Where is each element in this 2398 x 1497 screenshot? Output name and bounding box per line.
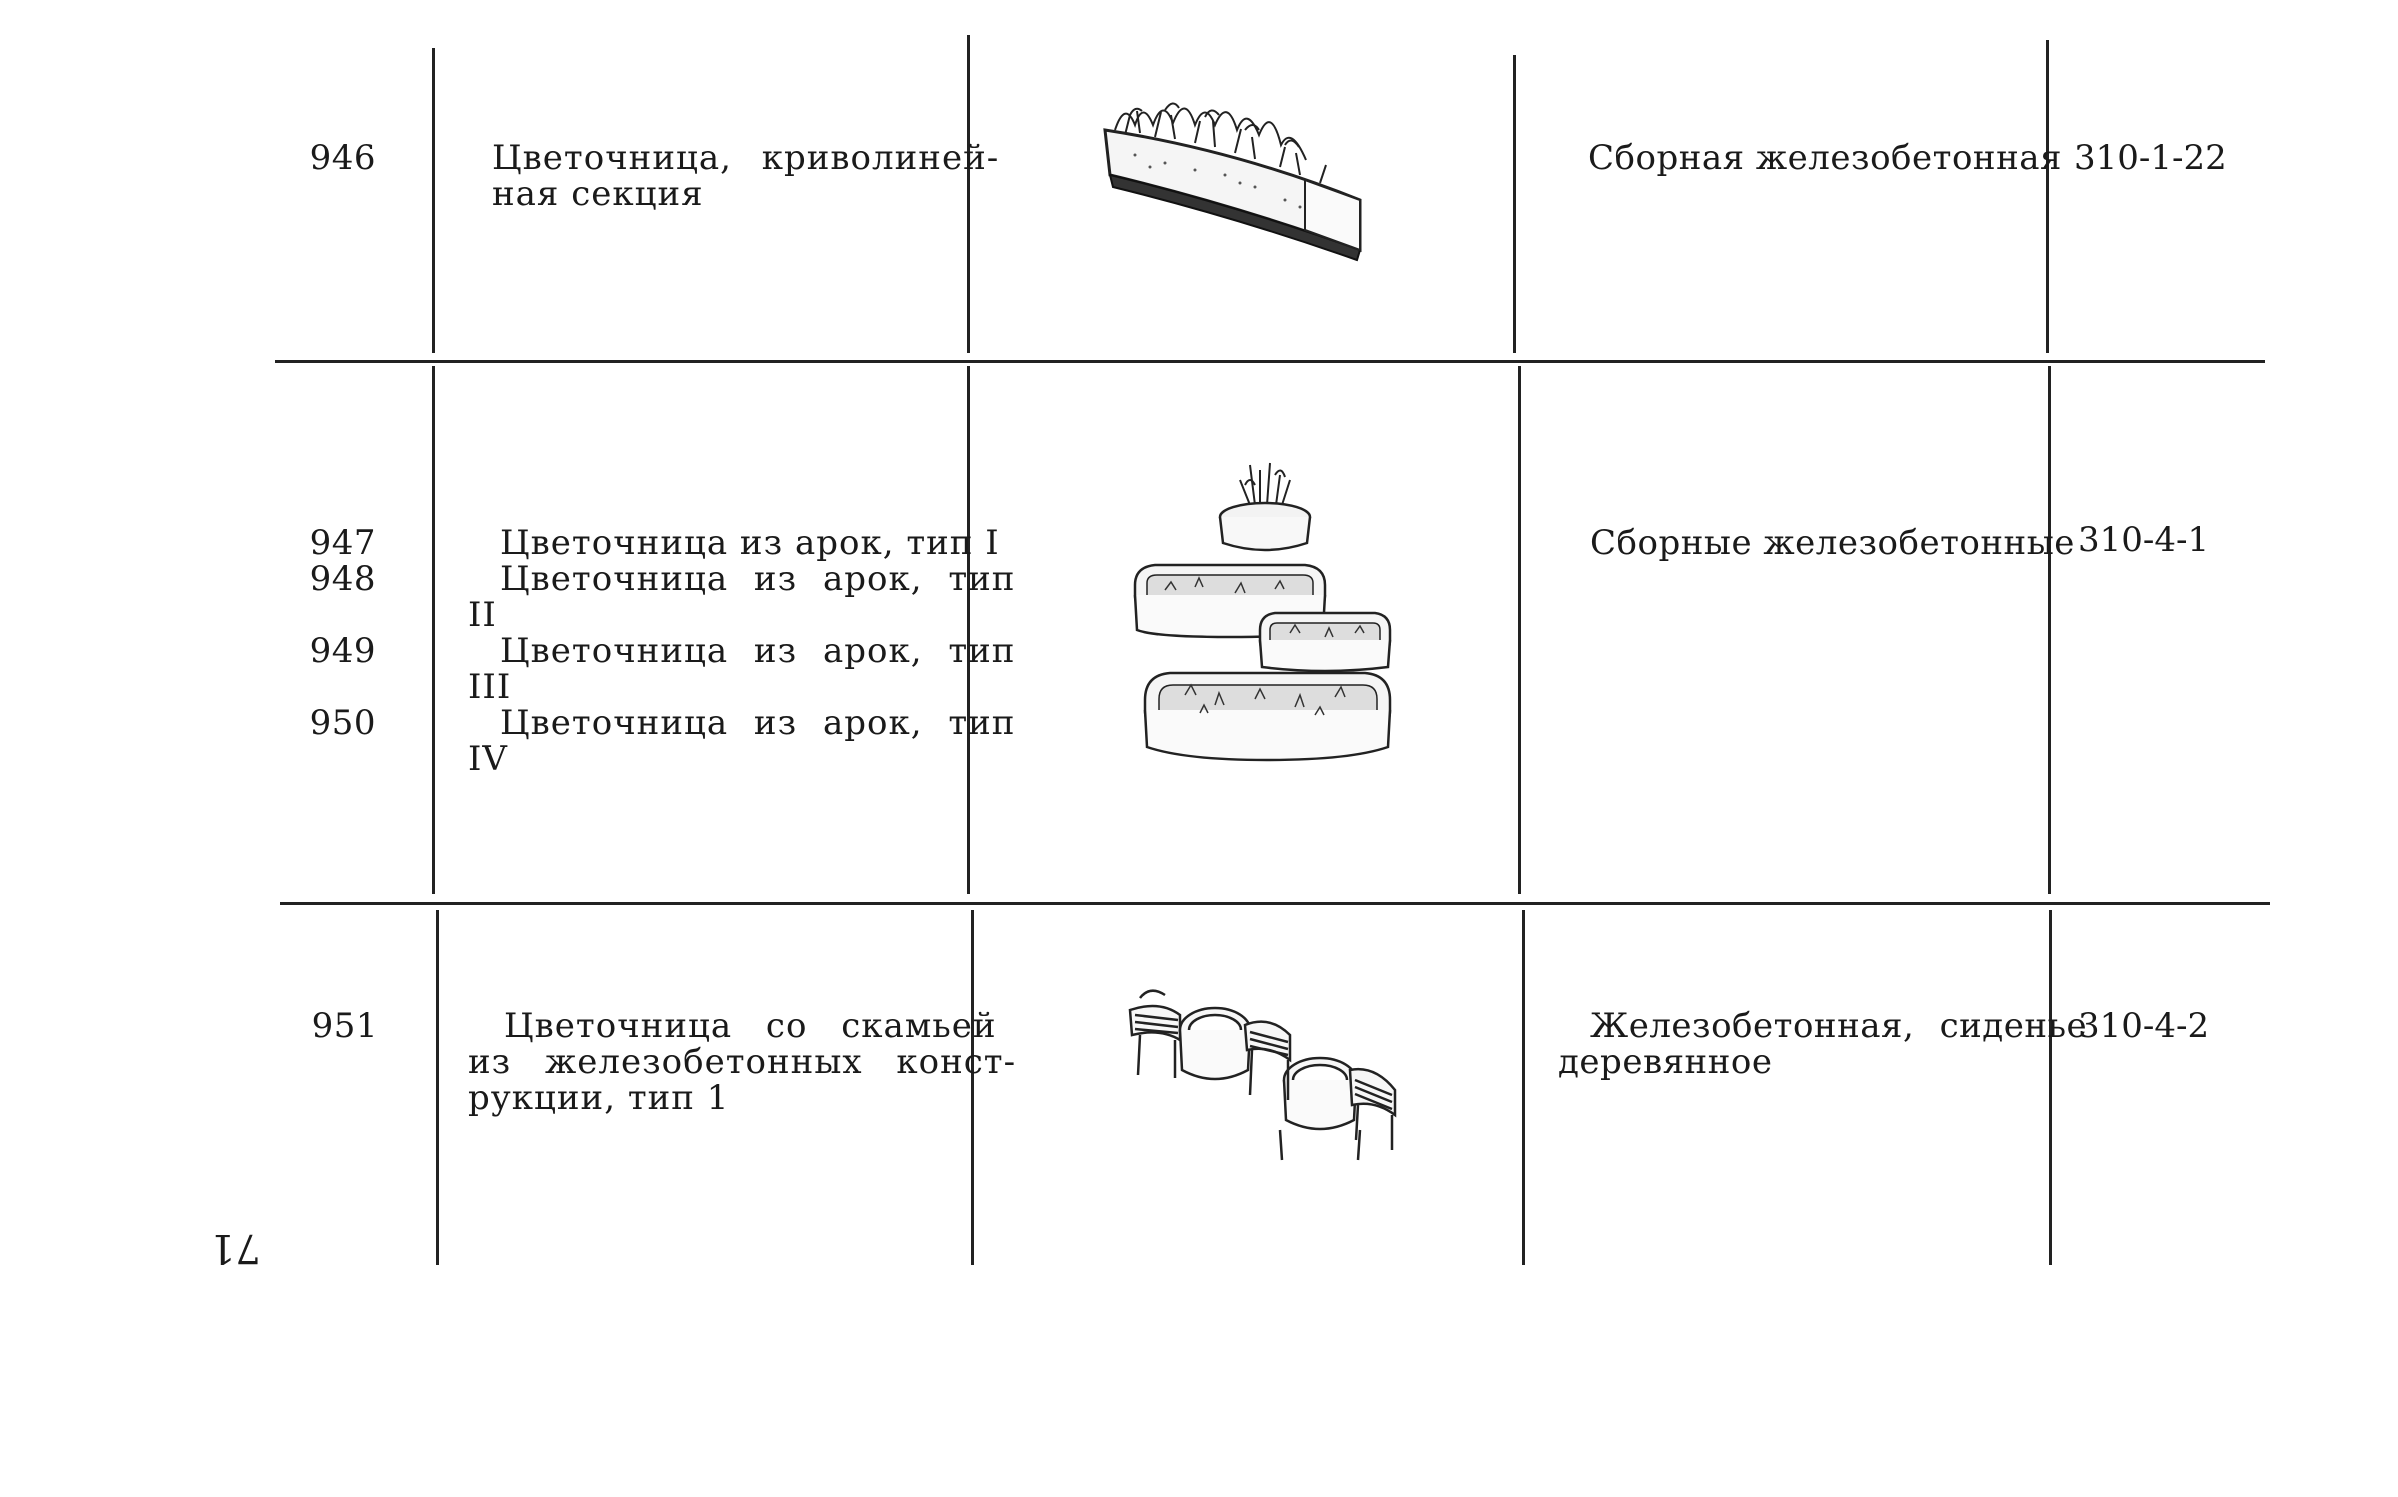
item-number-text: 948 — [309, 559, 376, 599]
column-divider — [432, 366, 435, 894]
item-description: Цветочница из арок, тип I Цветочница из … — [468, 523, 1016, 779]
code-text: 310-4-2 — [2078, 1006, 2210, 1046]
arch-planters-illustration — [1125, 455, 1405, 785]
planter-bench-illustration — [1120, 970, 1400, 1180]
description-line: Цветочница из арок, тип — [500, 559, 1016, 599]
description-line: IV — [468, 739, 508, 779]
description-line: Цветочница из арок, тип — [500, 703, 1016, 743]
item-number-text: 949 — [309, 631, 376, 671]
item-material: Сборные железобетонные — [1590, 525, 2075, 561]
item-number: 947 948 949 950 — [266, 525, 376, 741]
item-material: Железобетонная, сиденье деревянное — [1558, 1006, 2088, 1082]
description-line: III — [468, 667, 512, 707]
description-line: Цветочница, криволиней- — [492, 138, 1000, 178]
item-code: 310-4-1 — [2078, 522, 2209, 558]
column-divider — [436, 910, 439, 1265]
description-line: Цветочница из арок, тип — [500, 631, 1016, 671]
item-description: Цветочница, криволиней- ная секция — [492, 138, 1000, 214]
curved-planter-illustration — [1095, 75, 1375, 285]
item-number-text: 947 — [309, 523, 376, 563]
column-divider — [432, 48, 435, 353]
item-number-text: 951 — [311, 1006, 378, 1046]
row-divider — [275, 360, 2265, 363]
material-line: деревянное — [1558, 1042, 1773, 1082]
description-line: рукции, тип 1 — [468, 1078, 730, 1118]
column-divider — [971, 910, 974, 1265]
item-number: 946 — [266, 140, 376, 176]
material-text: Сборные железобетонные — [1590, 523, 2075, 563]
material-line: Железобетонная, сиденье — [1590, 1006, 2088, 1046]
column-divider — [967, 366, 970, 894]
description-line: Цветочница со скамьей — [504, 1006, 997, 1046]
column-divider — [1522, 910, 1525, 1265]
column-divider — [1518, 366, 1521, 894]
code-text: 310-1-22 — [2074, 138, 2227, 178]
column-divider — [2046, 40, 2049, 353]
item-material: Сборная железобетонная — [1588, 140, 2062, 176]
page-number: 71 — [210, 1225, 261, 1271]
description-line: Цветочница из арок, тип I — [500, 523, 1000, 563]
item-number: 951 — [268, 1008, 378, 1044]
column-divider — [2048, 366, 2051, 894]
description-line: из железобетонных конст- — [468, 1042, 1017, 1082]
material-text: Сборная железобетонная — [1588, 138, 2062, 178]
item-code: 310-1-22 — [2074, 140, 2227, 176]
description-line: II — [468, 595, 497, 635]
column-divider — [1513, 55, 1516, 353]
item-number-text: 950 — [309, 703, 376, 743]
row-divider — [280, 902, 2270, 905]
code-text: 310-4-1 — [2078, 520, 2210, 560]
item-code: 310-4-2 — [2078, 1008, 2209, 1044]
column-divider — [2049, 910, 2052, 1265]
item-number-text: 946 — [309, 138, 376, 178]
column-divider — [967, 35, 970, 353]
description-line: ная секция — [492, 174, 704, 214]
item-description: Цветочница со скамьей из железобетонных … — [468, 1006, 1017, 1118]
